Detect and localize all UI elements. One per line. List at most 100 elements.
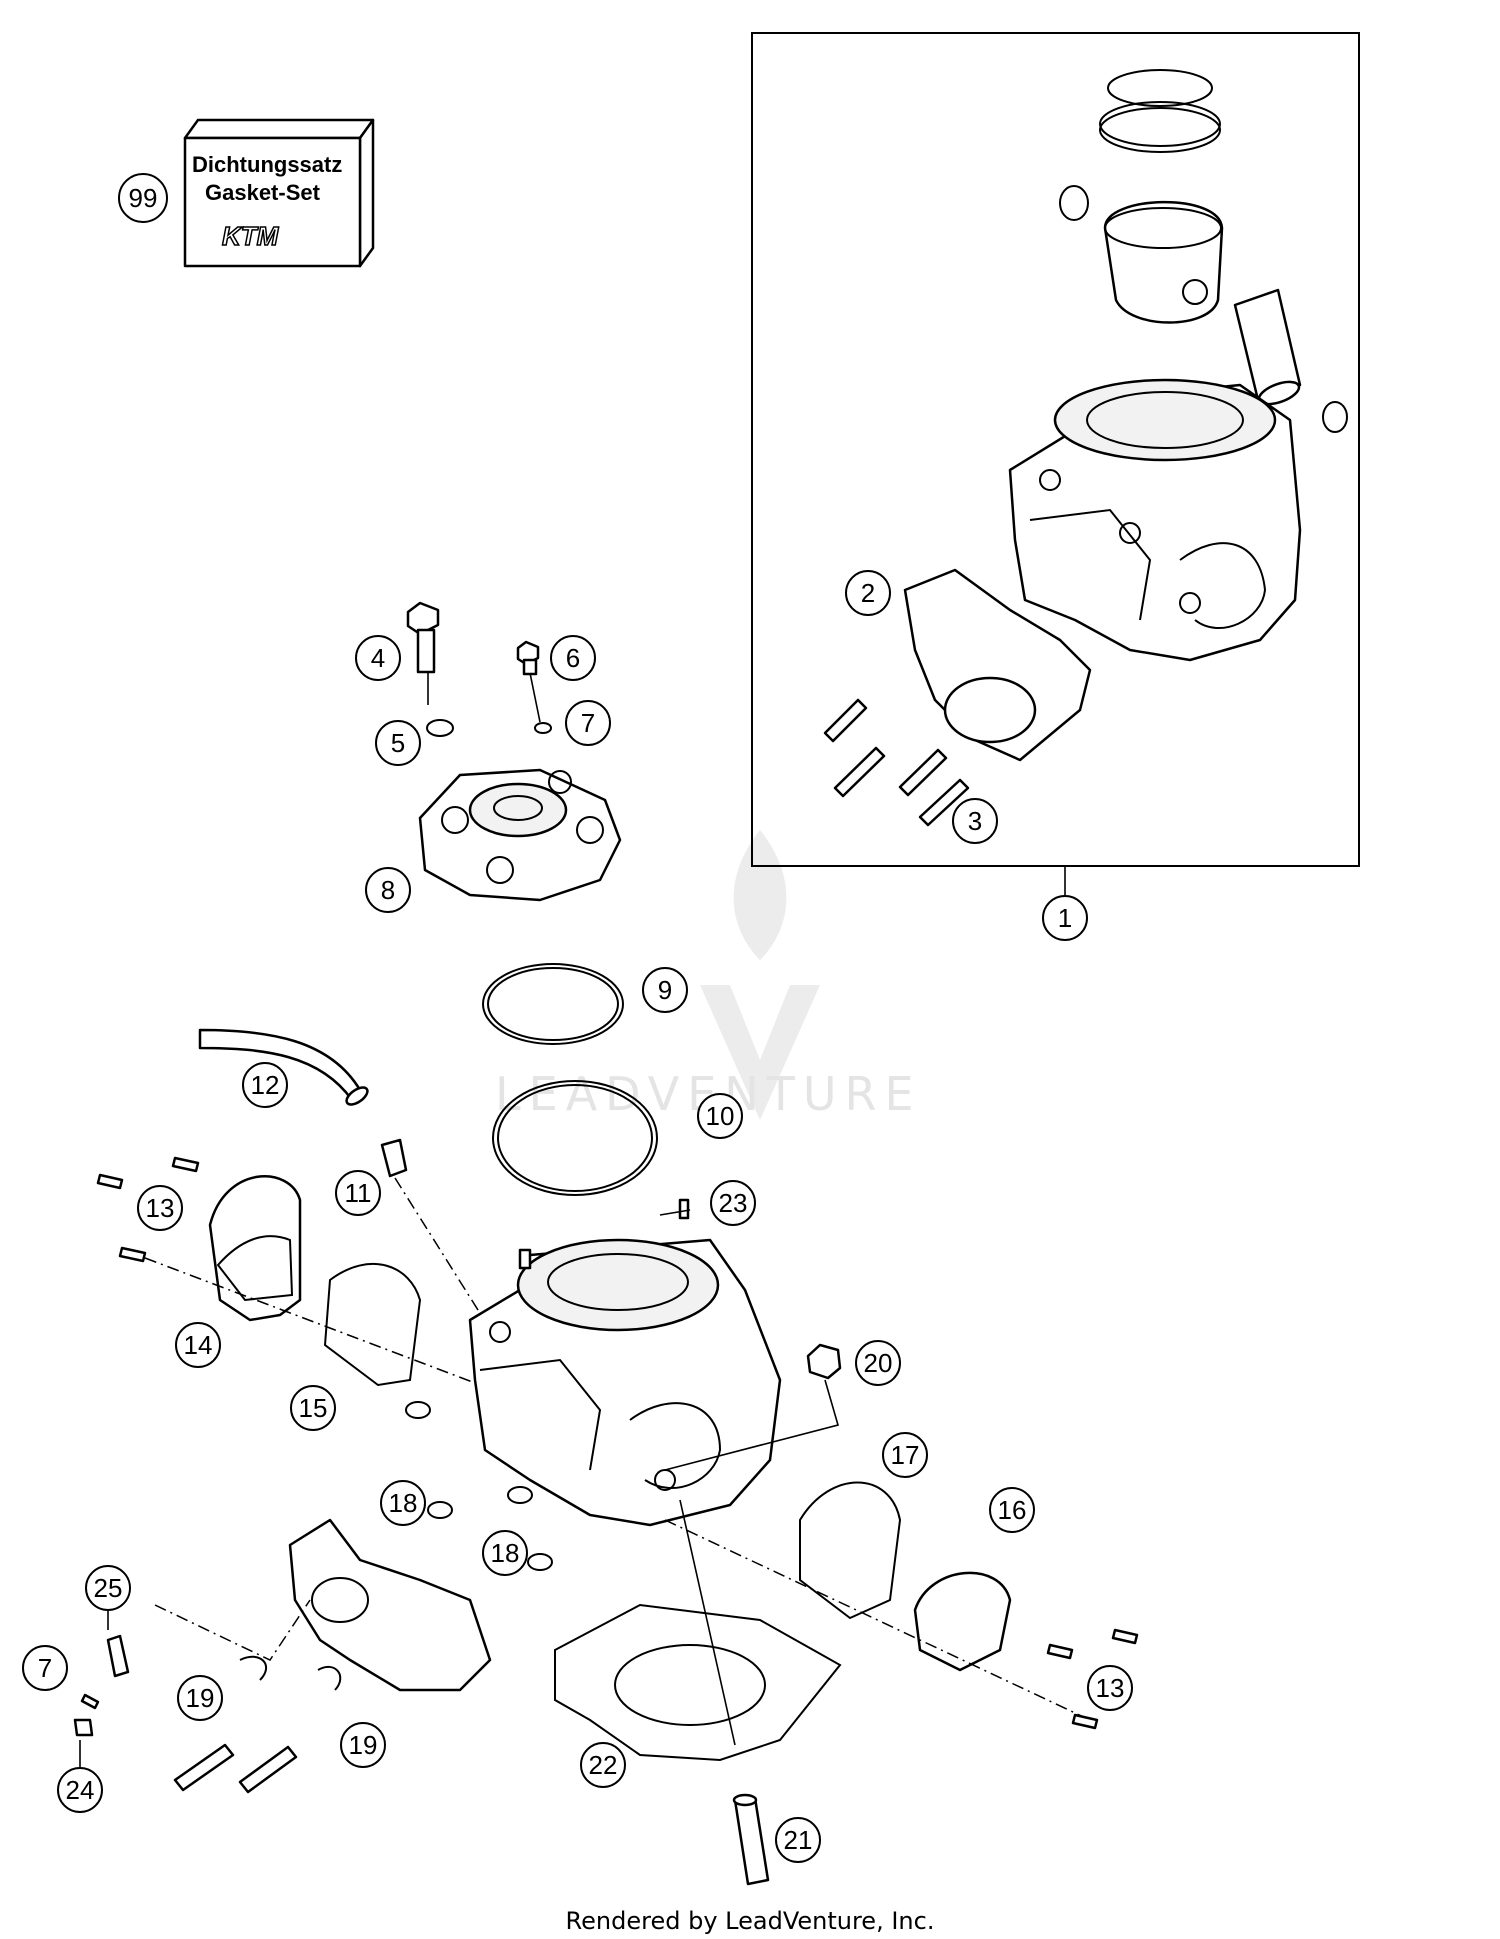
intake-bolts: [173, 1743, 298, 1794]
piston-pin: [1233, 288, 1302, 406]
head-washer: [426, 719, 454, 737]
svg-text:20: 20: [864, 1348, 893, 1378]
svg-text:4: 4: [371, 643, 385, 673]
svg-text:16: 16: [998, 1495, 1027, 1525]
callout-3: 3: [952, 798, 998, 844]
valve-cover-left: [208, 1175, 302, 1322]
piston-clip-left: [1059, 185, 1089, 221]
callout-25: 25: [85, 1565, 131, 1611]
svg-text:19: 19: [349, 1730, 378, 1760]
callout-8: 8: [365, 867, 411, 913]
callout-99: 99: [118, 173, 168, 223]
callout-14: 14: [175, 1322, 221, 1368]
callout-18-b: 18: [482, 1530, 528, 1576]
callout-12: 12: [242, 1062, 288, 1108]
footer-credit: Rendered by LeadVenture, Inc.: [566, 1907, 935, 1935]
head-bolt: [406, 601, 440, 674]
o-rings-transfer: [405, 1401, 553, 1571]
base-gasket: [554, 1603, 842, 1762]
svg-text:12: 12: [251, 1070, 280, 1100]
kit-frame: [751, 32, 1360, 867]
gasket-set-title: Dichtungssatz: [192, 152, 342, 177]
svg-text:18: 18: [389, 1488, 418, 1518]
svg-text:1: 1: [1058, 903, 1072, 933]
svg-text:21: 21: [784, 1825, 813, 1855]
piston: [1103, 200, 1224, 324]
callout-11: 11: [335, 1170, 381, 1216]
valve-cover-gasket-right: [799, 1481, 902, 1620]
valve-cover-gasket-left: [323, 1263, 422, 1387]
callout-4: 4: [355, 635, 401, 681]
svg-text:13: 13: [1096, 1673, 1125, 1703]
svg-text:22: 22: [589, 1750, 618, 1780]
intake-pin: [106, 1634, 130, 1678]
svg-text:7: 7: [581, 708, 595, 738]
svg-text:10: 10: [706, 1101, 735, 1131]
intake-clip-left: [239, 1655, 267, 1681]
head-nut: [516, 640, 540, 676]
ktm-logo: KTM: [222, 221, 280, 251]
gasket-set-box: Dichtungssatz Gasket-Set KTM: [183, 118, 375, 268]
svg-text:8: 8: [381, 875, 395, 905]
svg-text:99: 99: [129, 183, 158, 213]
head-o-ring-inner-2: [487, 967, 619, 1041]
svg-text:14: 14: [184, 1330, 213, 1360]
piston-clip-right: [1322, 401, 1348, 433]
cylinder: [468, 1198, 782, 1527]
kit-intake-flange: [903, 568, 1092, 762]
callout-10: 10: [697, 1093, 743, 1139]
callout-1: 1: [1042, 895, 1088, 941]
callout-18-a: 18: [380, 1480, 426, 1526]
svg-text:11: 11: [345, 1178, 372, 1208]
svg-text:19: 19: [186, 1683, 215, 1713]
valve-cover-screws-left: [96, 1156, 200, 1263]
svg-text:7: 7: [38, 1653, 52, 1683]
svg-text:2: 2: [861, 578, 875, 608]
kit-screws: [823, 698, 970, 827]
svg-text:13: 13: [146, 1193, 175, 1223]
callout-2: 2: [845, 570, 891, 616]
valve-cover-right: [913, 1571, 1012, 1672]
svg-text:25: 25: [94, 1573, 123, 1603]
svg-text:5: 5: [391, 728, 405, 758]
callout-21: 21: [775, 1817, 821, 1863]
callout-22: 22: [580, 1742, 626, 1788]
callout-9: 9: [642, 967, 688, 1013]
dowel-pin: [732, 1793, 770, 1886]
callout-7: 7: [565, 700, 611, 746]
intake-clip-right: [317, 1665, 342, 1691]
gasket-set-subtitle: Gasket-Set: [205, 180, 321, 205]
callout-17: 17: [882, 1432, 928, 1478]
callout-13-left: 13: [137, 1185, 183, 1231]
svg-text:17: 17: [891, 1440, 920, 1470]
callout-20: 20: [855, 1340, 901, 1386]
intake-flange: [288, 1518, 492, 1692]
callout-19-a: 19: [177, 1675, 223, 1721]
svg-text:18: 18: [491, 1538, 520, 1568]
exhaust-nut: [806, 1343, 842, 1380]
head-o-ring-inner: [482, 963, 624, 1045]
head-o-ring-outer-2: [497, 1084, 653, 1192]
head-washer-small: [534, 722, 552, 734]
svg-text:15: 15: [299, 1393, 328, 1423]
svg-text:3: 3: [968, 806, 982, 836]
callout-19-b: 19: [340, 1722, 386, 1768]
callout-6: 6: [550, 635, 596, 681]
svg-text:24: 24: [66, 1775, 95, 1805]
valve-cover-screws-right: [1046, 1628, 1139, 1730]
cylinder-head: [418, 768, 622, 902]
svg-text:23: 23: [719, 1188, 748, 1218]
callout-15: 15: [290, 1385, 336, 1431]
intake-washer: [80, 1693, 100, 1710]
callout-13-right: 13: [1087, 1665, 1133, 1711]
piston-rings: [1099, 69, 1221, 153]
callout-5: 5: [375, 720, 421, 766]
svg-text:6: 6: [566, 643, 580, 673]
svg-text:9: 9: [658, 975, 672, 1005]
callout-7-lower: 7: [22, 1645, 68, 1691]
callout-24: 24: [57, 1767, 103, 1813]
hose-fitting: [380, 1138, 408, 1178]
kit-cylinder: [1008, 378, 1302, 662]
head-o-ring-outer: [492, 1080, 658, 1196]
